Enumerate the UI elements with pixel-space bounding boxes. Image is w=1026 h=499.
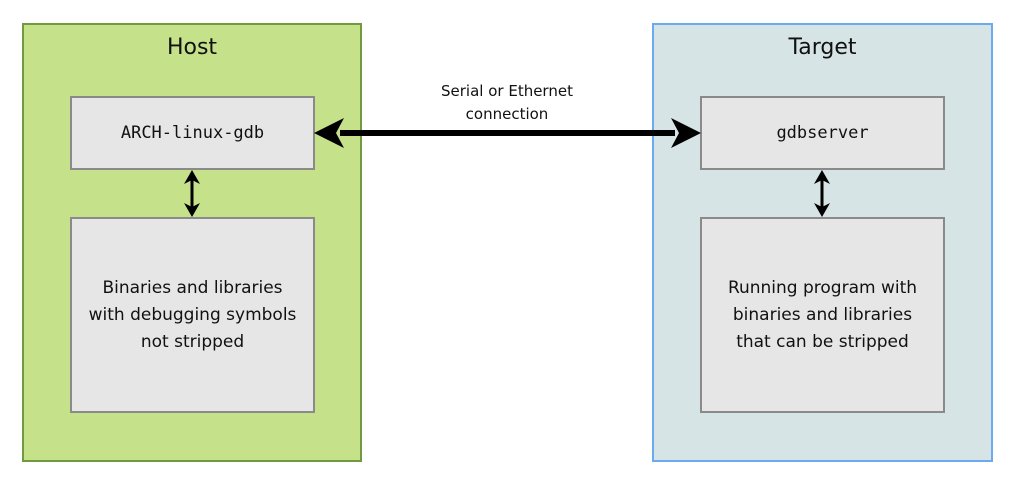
target-program-box: Running program with binaries and librar… <box>700 217 945 413</box>
target-program-text: Running program with binaries and librar… <box>727 277 918 352</box>
arch-linux-gdb-label: ARCH-linux-gdb <box>120 123 265 143</box>
target-vertical-arrow-icon <box>814 170 830 217</box>
connection-arrow-icon <box>314 118 701 148</box>
target-title: Target <box>788 35 857 60</box>
connection-label-line2: connection <box>465 105 549 123</box>
host-vertical-arrow-icon <box>184 170 200 217</box>
connection-label: Serial or Ethernet connection <box>407 80 607 126</box>
connection-label-line1: Serial or Ethernet <box>441 82 573 100</box>
gdbserver-label: gdbserver <box>776 123 869 143</box>
host-binaries-text: Binaries and libraries with debugging sy… <box>88 277 297 352</box>
gdbserver-box: gdbserver <box>700 96 945 170</box>
host-binaries-box: Binaries and libraries with debugging sy… <box>70 217 315 413</box>
arch-linux-gdb-box: ARCH-linux-gdb <box>70 96 315 170</box>
host-title: Host <box>166 35 218 60</box>
